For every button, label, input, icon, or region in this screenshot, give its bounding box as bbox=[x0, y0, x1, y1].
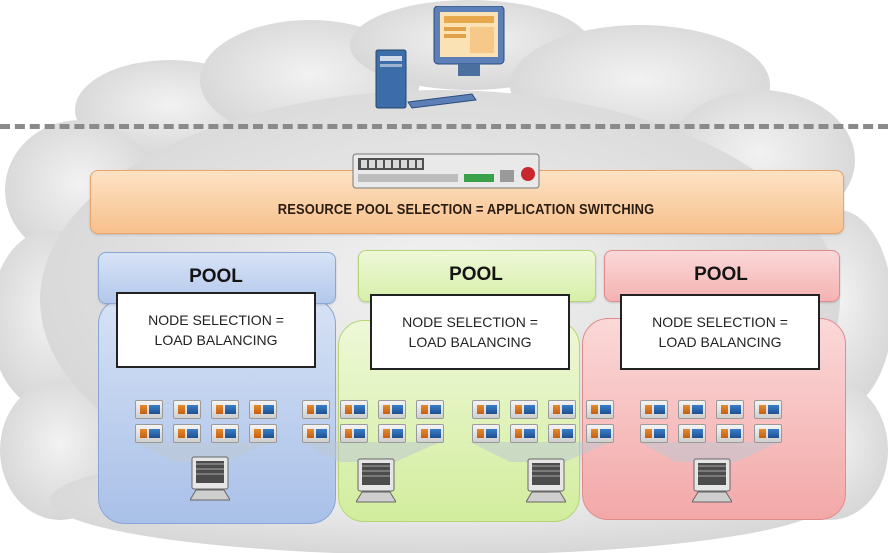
server-icon bbox=[586, 424, 614, 443]
server-icon bbox=[548, 400, 576, 419]
server-icon bbox=[716, 424, 744, 443]
load-balancing-line: LOAD BALANCING bbox=[408, 334, 532, 350]
pool-3-node-selection-box: NODE SELECTION = LOAD BALANCING bbox=[620, 294, 820, 370]
server-icon bbox=[378, 400, 406, 419]
server-icon bbox=[678, 400, 706, 419]
network-boundary-line bbox=[0, 124, 888, 129]
server-icon bbox=[302, 424, 330, 443]
server-icon bbox=[302, 400, 330, 419]
server-icon bbox=[378, 424, 406, 443]
pool-2-node-selection-box: NODE SELECTION = LOAD BALANCING bbox=[370, 294, 570, 370]
server-icon bbox=[472, 424, 500, 443]
desktop-computer-icon bbox=[375, 6, 505, 109]
banner-label: RESOURCE POOL SELECTION = APPLICATION SW… bbox=[277, 201, 655, 218]
server-icon bbox=[135, 424, 163, 443]
server-icon bbox=[510, 424, 538, 443]
server-icon bbox=[211, 424, 239, 443]
workstation-icon bbox=[692, 458, 732, 503]
workstation-icon bbox=[190, 456, 230, 501]
pool-2-title: POOL bbox=[449, 264, 503, 285]
node-selection-line: NODE SELECTION = bbox=[148, 312, 284, 328]
server-icon bbox=[173, 400, 201, 419]
server-icon bbox=[472, 400, 500, 419]
server-icon bbox=[135, 400, 163, 419]
server-icon bbox=[340, 424, 368, 443]
node-selection-line: NODE SELECTION = bbox=[652, 314, 788, 330]
server-icon bbox=[716, 400, 744, 419]
server-icon bbox=[640, 400, 668, 419]
server-icon bbox=[678, 424, 706, 443]
load-balancing-line: LOAD BALANCING bbox=[658, 334, 782, 350]
server-icon bbox=[211, 400, 239, 419]
server-icon bbox=[249, 400, 277, 419]
server-icon bbox=[548, 424, 576, 443]
pool-3-title: POOL bbox=[694, 264, 748, 285]
network-appliance-icon bbox=[352, 153, 540, 189]
server-icon bbox=[754, 400, 782, 419]
server-icon bbox=[416, 400, 444, 419]
workstation-icon bbox=[526, 458, 566, 503]
server-icon bbox=[416, 424, 444, 443]
pool-1-node-selection-box: NODE SELECTION = LOAD BALANCING bbox=[116, 292, 316, 368]
node-selection-line: NODE SELECTION = bbox=[402, 314, 538, 330]
pool-2-header bbox=[358, 250, 596, 302]
server-icon bbox=[510, 400, 538, 419]
load-balancing-line: LOAD BALANCING bbox=[154, 332, 278, 348]
server-icon bbox=[640, 424, 668, 443]
pool-1-title: POOL bbox=[189, 266, 243, 287]
server-icon bbox=[586, 400, 614, 419]
server-icon bbox=[754, 424, 782, 443]
server-icon bbox=[173, 424, 201, 443]
server-icon bbox=[249, 424, 277, 443]
workstation-icon bbox=[356, 458, 396, 503]
server-icon bbox=[340, 400, 368, 419]
